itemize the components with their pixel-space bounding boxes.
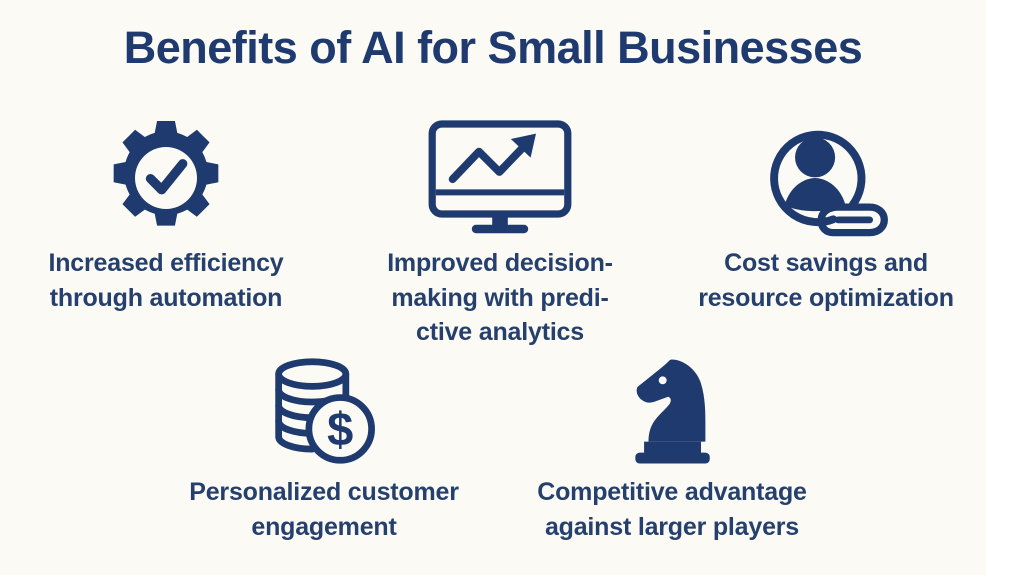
benefits-row-top: Increased efficiency through automation (0, 118, 986, 350)
benefit-item-efficiency: Increased efficiency through automation (16, 118, 316, 315)
icon-container (425, 118, 575, 238)
chess-knight-icon (620, 355, 724, 467)
person-hand-icon (758, 117, 894, 239)
icon-container (620, 355, 724, 467)
slide-canvas (0, 0, 986, 575)
benefits-row-bottom: $ Personalized customer engagement (0, 355, 986, 544)
icon-container: $ (265, 355, 383, 467)
icon-container (104, 118, 228, 238)
benefit-item-decision-making: Improved decision- making with predi- ct… (360, 118, 640, 350)
monitor-growth-chart-icon (425, 118, 575, 238)
coin-stack-dollar-icon: $ (265, 355, 383, 467)
benefit-caption: Improved decision- making with predi- ct… (387, 249, 613, 346)
svg-text:$: $ (327, 403, 353, 456)
benefit-caption: Competitive advantage against larger pla… (537, 478, 807, 541)
benefit-item-competitive-advantage: Competitive advantage against larger pla… (512, 355, 832, 544)
benefit-caption: Cost savings and resource optimization (698, 249, 954, 312)
icon-container (758, 118, 894, 238)
benefit-caption: Personalized customer engagement (189, 478, 459, 541)
benefit-item-cost-savings: Cost savings and resource optimization (676, 118, 976, 315)
benefit-item-personalization: $ Personalized customer engagement (164, 355, 484, 544)
page-title: Benefits of AI for Small Businesses (123, 22, 863, 73)
benefit-caption: Increased efficiency through automation (48, 249, 284, 312)
gear-check-icon (104, 116, 228, 240)
